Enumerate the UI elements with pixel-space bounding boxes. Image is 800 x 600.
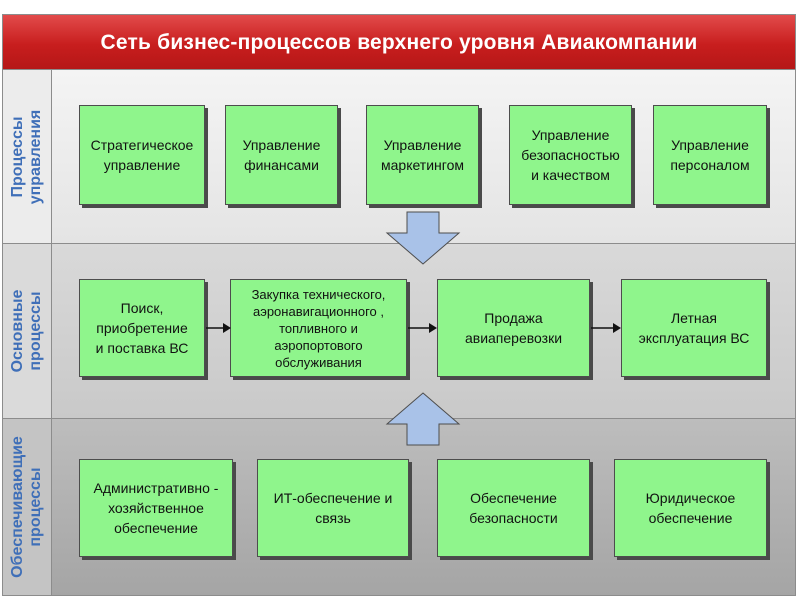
- process-box-flight-operations[interactable]: Летная эксплуатация ВС: [621, 279, 767, 377]
- process-box-safety-quality-management[interactable]: Управление безопасностью и качеством: [509, 105, 632, 205]
- process-box-security-support[interactable]: Обеспечение безопасности: [437, 459, 590, 557]
- process-box-administrative-support[interactable]: Административно - хозяйственное обеспече…: [79, 459, 233, 557]
- row-label-cell: Процессы управления: [3, 70, 52, 243]
- row-label-management: Процессы управления: [9, 109, 44, 204]
- down-arrow-icon: [385, 211, 461, 265]
- process-box-it-communications[interactable]: ИТ-обеспечение и связь: [257, 459, 409, 557]
- page-title: Сеть бизнес-процессов верхнего уровня Ав…: [100, 31, 698, 54]
- flow-arrow-icon: [408, 323, 437, 333]
- process-box-aircraft-acquisition[interactable]: Поиск, приобретение и поставка ВС: [79, 279, 205, 377]
- process-box-marketing-management[interactable]: Управление маркетингом: [366, 105, 479, 205]
- diagram-frame: [2, 14, 796, 596]
- process-box-personnel-management[interactable]: Управление персоналом: [653, 105, 767, 205]
- row-label-support: Обеспечивающие процессы: [9, 436, 44, 578]
- process-box-finance-management[interactable]: Управление финансами: [225, 105, 338, 205]
- header-bar: Сеть бизнес-процессов верхнего уровня Ав…: [3, 15, 795, 69]
- row-label-cell: Обеспечивающие процессы: [3, 419, 52, 595]
- up-arrow-icon: [385, 392, 461, 446]
- process-box-service-procurement[interactable]: Закупка технического, аэронавигационного…: [230, 279, 407, 377]
- process-box-legal-support[interactable]: Юридическое обеспечение: [614, 459, 767, 557]
- process-box-strategic-management[interactable]: Стратегическое управление: [79, 105, 205, 205]
- row-label-core: Основные процессы: [9, 289, 44, 373]
- row-label-cell: Основные процессы: [3, 244, 52, 418]
- flow-arrow-icon: [206, 323, 231, 333]
- flow-arrow-icon: [591, 323, 621, 333]
- process-box-ticket-sales[interactable]: Продажа авиаперевозки: [437, 279, 590, 377]
